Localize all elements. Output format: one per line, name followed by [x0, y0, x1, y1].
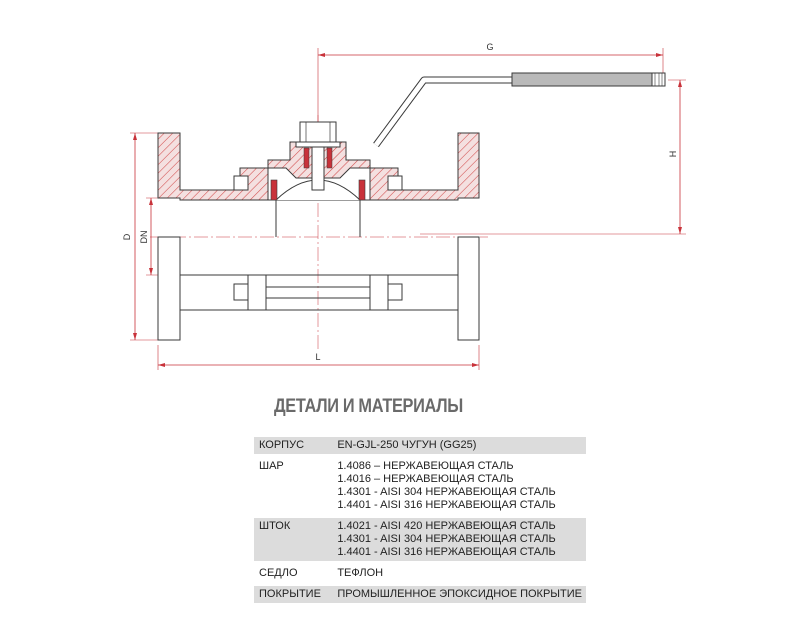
row-gap — [254, 514, 586, 518]
row-gap-cell — [254, 454, 586, 458]
table-row: СЕДЛО ТЕФЛОН — [254, 565, 586, 582]
row-gap — [254, 582, 586, 586]
row-gap-cell — [254, 582, 586, 586]
row-gap-cell — [254, 561, 586, 565]
dimension-g: G — [317, 42, 664, 170]
stem — [295, 121, 341, 191]
material-list: ТЕФЛОН — [332, 565, 586, 582]
material-list: EN-GJL-250 ЧУГУН (GG25) — [332, 437, 586, 454]
part-name: КОРПУС — [254, 437, 333, 454]
part-name: ШТОК — [254, 518, 333, 561]
row-gap — [254, 561, 586, 565]
seats — [270, 179, 366, 201]
material-item: 1.4401 - AISI 316 НЕРЖАВЕЮЩАЯ СТАЛЬ — [337, 499, 556, 511]
valve-technical-drawing: G H D DN L — [122, 42, 686, 370]
table-row: ПОКРЫТИЕ ПРОМЫШЛЕННОЕ ЭПОКСИДНОЕ ПОКРЫТИЕ — [254, 586, 586, 603]
dimension-label-l: L — [315, 352, 320, 362]
row-gap — [254, 454, 586, 458]
upper-bolts — [233, 175, 403, 191]
materials-table: КОРПУС EN-GJL-250 ЧУГУН (GG25) ШАР 1.4086 –… — [254, 437, 586, 603]
material-list: ПРОМЫШЛЕННОЕ ЭПОКСИДНОЕ ПОКРЫТИЕ — [332, 586, 586, 603]
material-item: EN-GJL-250 ЧУГУН (GG25) — [337, 439, 477, 451]
material-item: 1.4401 - AISI 316 НЕРЖАВЕЮЩАЯ СТАЛЬ — [337, 546, 556, 558]
material-item: 1.4016 – НЕРЖАВЕЮЩАЯ СТАЛЬ — [337, 473, 514, 485]
dimension-label-dn: DN — [139, 231, 149, 244]
dimension-label-h: H — [668, 151, 678, 158]
table-row: КОРПУС EN-GJL-250 ЧУГУН (GG25) — [254, 437, 586, 454]
row-gap-cell — [254, 514, 586, 518]
dimension-l: L — [157, 345, 480, 370]
valve-body-lower — [157, 236, 480, 341]
material-item: ПРОМЫШЛЕННОЕ ЭПОКСИДНОЕ ПОКРЫТИЕ — [337, 588, 582, 600]
material-item: 1.4301 - AISI 304 НЕРЖАВЕЮЩАЯ СТАЛЬ — [337, 486, 556, 498]
part-name: ШАР — [259, 460, 284, 472]
material-item: 1.4086 – НЕРЖАВЕЮЩАЯ СТАЛЬ — [337, 460, 514, 472]
part-name: ПОКРЫТИЕ — [254, 586, 333, 603]
material-item: 1.4301 - AISI 304 НЕРЖАВЕЮЩАЯ СТАЛЬ — [337, 533, 556, 545]
dimension-label-d: D — [122, 233, 132, 240]
material-item: ТЕФЛОН — [337, 567, 384, 579]
dimension-label-g: G — [486, 42, 493, 52]
material-item: 1.4021 - AISI 420 НЕРЖАВЕЮЩАЯ СТАЛЬ — [337, 520, 556, 532]
materials-title: ДЕТАЛИ И МАТЕРИАЛЫ — [274, 396, 463, 417]
handle-lever — [373, 72, 666, 148]
part-name: СЕДЛО — [259, 567, 298, 579]
dimension-h: H — [420, 79, 686, 235]
dimension-d: D — [122, 132, 160, 341]
